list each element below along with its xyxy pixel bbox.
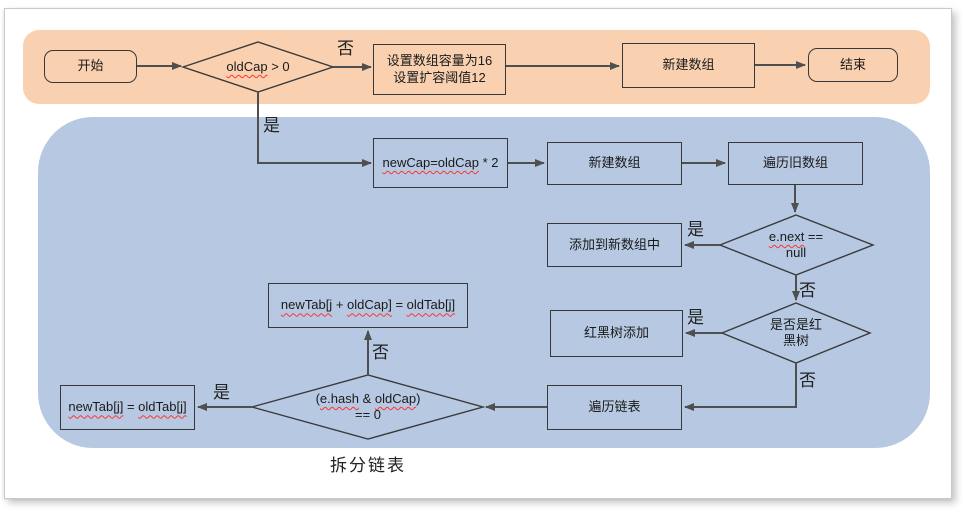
edge-label-yes-hash: 是 [213,383,230,402]
edge-label-yes-oldcap: 是 [263,116,280,135]
node-rbt-add: 红黑树添加 [550,310,683,357]
hash-p2: ) [416,390,421,406]
newtab-low-w2: oldTab[j] [138,399,187,415]
decision-rbt-text: 是否是红 黑树 [732,317,860,349]
node-end-label: 结束 [839,56,866,72]
decision-hash-text: (e.hash & oldCap) == 0 [262,391,474,423]
enext-code: e.next [768,228,805,244]
oldcap-code: oldCap [226,58,268,74]
rbt-line1: 是否是红 [769,316,822,332]
set-capacity-line1: 设置数组容量为16 [386,53,493,69]
node-start-label: 开始 [77,58,104,74]
diagram-caption: 拆分链表 [330,456,406,475]
node-newtab-high: newTab[j + oldCap] = oldTab[j] [268,283,468,328]
edge-label-yes-enext: 是 [687,220,704,239]
newtab-low-p1: = [123,399,139,415]
newtab-high-p2: = [391,297,407,313]
node-iterate-old-array: 遍历旧数组 [728,142,863,185]
node-add-to-new-array: 添加到新数组中 [547,223,682,267]
enext-rest: == [804,228,824,244]
enext-line2: null [785,245,807,260]
newtab-high-w2: oldCap] [347,297,392,313]
edge-label-no-rbt: 否 [799,371,816,390]
hash-p0: ( [315,390,320,406]
node-newtab-low: newTab[j] = oldTab[j] [60,385,195,430]
newtab-high-w1: newTab[j [280,297,333,313]
oldcap-rest: > 0 [267,58,290,74]
hash-w2: oldCap [374,390,417,406]
decision-enext-text: e.next == null [730,228,862,262]
node-new-array-top: 新建数组 [622,43,755,88]
rbt-line2: 黑树 [782,333,809,348]
edge-label-no-hash: 否 [372,343,389,362]
iterate-list-label: 遍历链表 [588,399,641,415]
decision-oldcap-text: oldCap > 0 [188,55,328,79]
node-new-array-bottom: 新建数组 [547,142,682,185]
iterate-old-array-label: 遍历旧数组 [762,155,828,171]
node-newcap: newCap=oldCap * 2 [373,138,508,188]
node-start: 开始 [44,50,137,83]
node-iterate-list: 遍历链表 [547,385,682,430]
node-set-capacity: 设置数组容量为16 设置扩容阈值12 [373,44,506,95]
add-to-new-array-label: 添加到新数组中 [568,236,660,252]
edge-label-no-oldcap: 否 [337,39,354,58]
hash-line2: == 0 [354,407,382,422]
set-capacity-line2: 设置扩容阈值12 [393,69,486,85]
edge-label-no-enext: 否 [799,281,816,300]
new-array-top-label: 新建数组 [662,57,715,73]
newcap-code: newCap=oldCap [382,154,479,170]
node-end: 结束 [808,48,898,82]
new-array-bottom-label: 新建数组 [588,155,641,171]
edge-label-yes-rbt: 是 [687,308,704,327]
newtab-high-p1: + [332,297,348,313]
rbt-add-label: 红黑树添加 [583,325,649,341]
newtab-low-w1: newTab[j] [68,399,124,415]
hash-w1: e.hash [319,390,359,406]
newcap-rest: * 2 [478,154,499,170]
newtab-high-w3: oldTab[j] [406,297,456,313]
hash-p1: & [358,390,375,406]
